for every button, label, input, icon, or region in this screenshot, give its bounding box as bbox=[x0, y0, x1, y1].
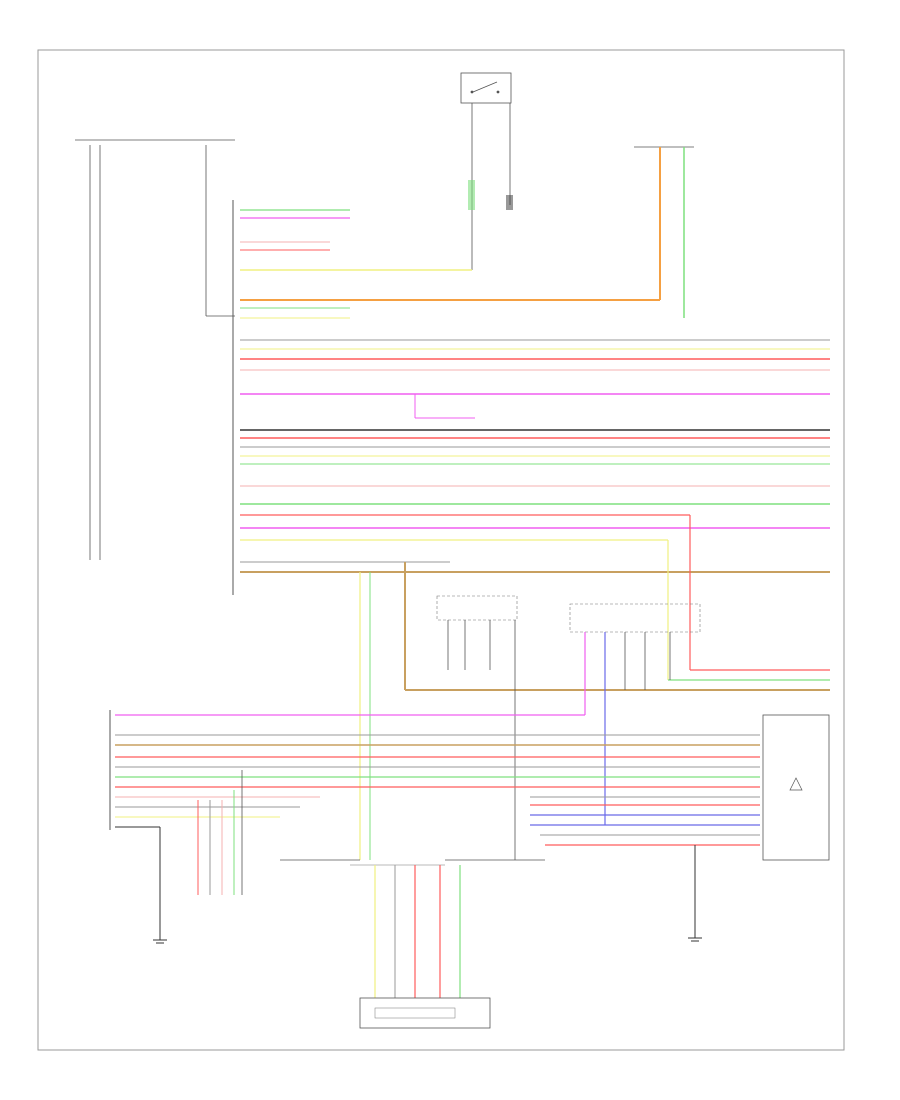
ground-left bbox=[153, 827, 167, 944]
hazard-switch bbox=[460, 72, 513, 270]
bus-lines bbox=[240, 339, 830, 573]
directional-unit bbox=[634, 146, 694, 318]
ground-right bbox=[688, 845, 702, 942]
bottom-assembly bbox=[359, 997, 491, 1029]
door-connector bbox=[197, 770, 243, 895]
lower-left-module bbox=[109, 710, 760, 830]
top-left-module bbox=[75, 139, 235, 560]
diagram-frame bbox=[37, 49, 845, 1051]
steering-angle-sensor bbox=[762, 714, 830, 861]
right-connector bbox=[569, 603, 701, 825]
left-connector bbox=[436, 595, 518, 860]
